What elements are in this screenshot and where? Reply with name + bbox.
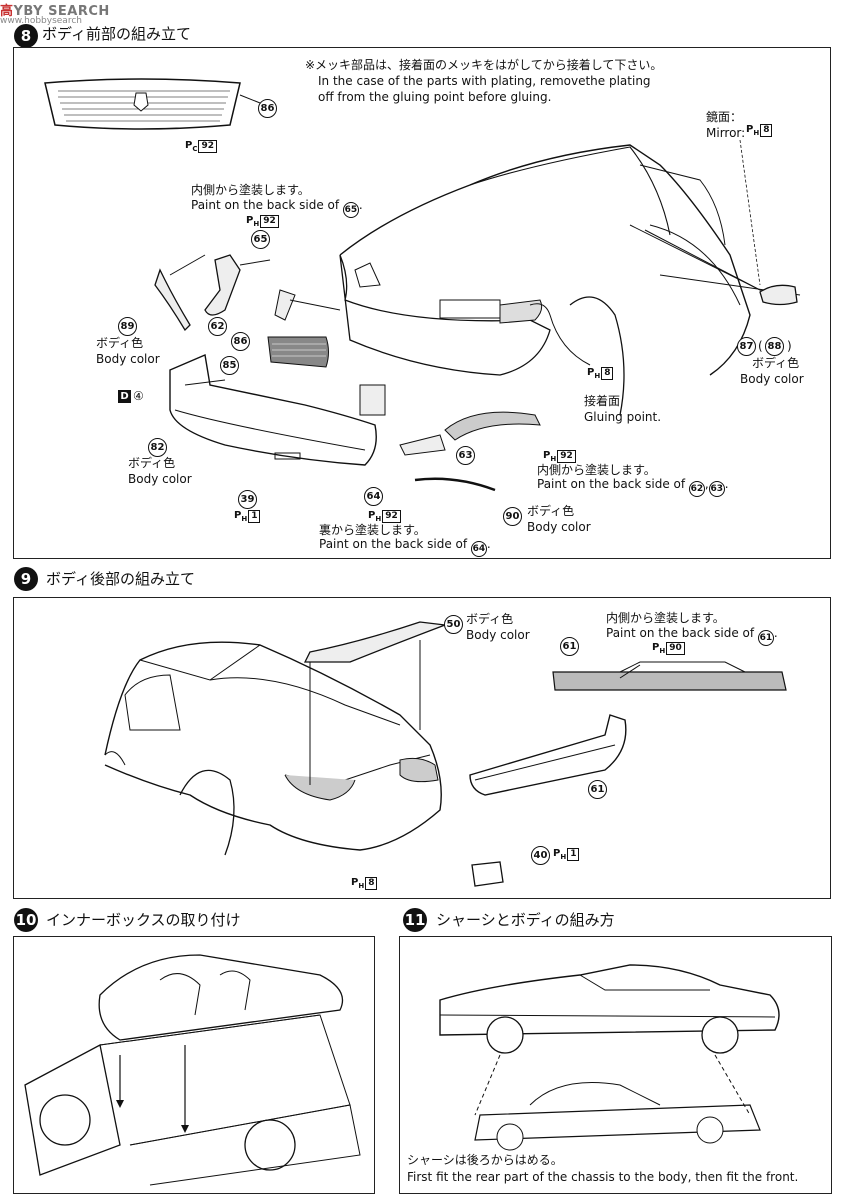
- chassis-note-en: First fit the rear part of the chassis t…: [407, 1170, 799, 1184]
- p61-inside-jp: 内側から塗装します。: [606, 611, 725, 625]
- p89-bodycolor-jp: ボディ色: [96, 336, 144, 350]
- p82-bodycolor-jp: ボディ色: [128, 456, 176, 470]
- mirror-bodycolor-jp: ボディ色: [752, 356, 800, 370]
- watermark-logo: 高YBY SEARCH: [0, 0, 110, 19]
- grille-drawing: [44, 78, 266, 130]
- plating-note-en2: off from the gluing point before gluing.: [318, 90, 552, 104]
- gluing-point-jp: 接着面: [584, 394, 621, 408]
- inside-paint-en-2: Paint on the back side of 62,63.: [537, 477, 729, 497]
- part-88-label: 88: [765, 337, 784, 356]
- paren-close: ): [787, 339, 792, 353]
- back-paint-jp: 裏から塗装します。: [319, 523, 426, 537]
- step10-frame: [13, 936, 375, 1194]
- part-62-label: 62: [208, 317, 227, 336]
- back-paint-en: Paint on the back side of 64.: [319, 537, 491, 557]
- part-62-ref: 62: [688, 481, 705, 497]
- mirror-label-en: Mirror:: [706, 126, 746, 140]
- part-63-label: 63: [456, 446, 475, 465]
- part-82-label: 82: [148, 438, 167, 457]
- part-89-label: 89: [118, 317, 137, 336]
- gluing-point-en: Gluing point.: [584, 410, 662, 424]
- step11-frame: [399, 936, 832, 1194]
- d-count: ④: [133, 389, 144, 403]
- p50-bodycolor-jp: ボディ色: [466, 612, 514, 626]
- part-90-label: 90: [503, 507, 522, 526]
- step9-title: ボディ後部の組み立て: [46, 570, 195, 588]
- part-85-label: 85: [220, 356, 239, 375]
- front-bumper-drawing: [169, 354, 377, 466]
- mirror-label-jp: 鏡面：: [706, 110, 743, 124]
- rear-bumper-drawing: [469, 714, 627, 796]
- part-65-label: 65: [251, 230, 270, 249]
- p90-bodycolor-en: Body color: [527, 520, 591, 534]
- inner-box-drawing: [24, 954, 361, 1186]
- part-86-label-a: 86: [258, 99, 277, 118]
- plating-note-jp: ※メッキ部品は、接着面のメッキをはがしてから接着して下さい。: [305, 58, 663, 72]
- step8-title: ボディ前部の組み立て: [42, 25, 191, 43]
- chassis-body-drawing: [439, 964, 780, 1151]
- rear-plate-drawing: [471, 861, 504, 887]
- plating-note-en1: In the case of the parts with plating, r…: [318, 74, 651, 88]
- p50-bodycolor-en: Body color: [466, 628, 530, 642]
- part-87-label: 87: [737, 337, 756, 356]
- d-marker: D: [118, 390, 131, 403]
- part-86-small-drawing: [267, 336, 329, 368]
- step11-number: 11: [403, 908, 427, 932]
- p61-inside-en: Paint on the back side of 61.: [606, 626, 778, 646]
- lower-parts-drawing: [359, 384, 541, 492]
- watermark-sub: www.hobbysearch: [0, 16, 82, 26]
- step9-number: 9: [14, 567, 38, 591]
- watermark-cn: 高: [0, 4, 14, 19]
- mirror-part-drawing: [759, 284, 798, 306]
- car-rear-drawing: [104, 640, 442, 856]
- chassis-note-jp: シャーシは後ろからはめる。: [407, 1153, 563, 1167]
- paren-open: (: [758, 339, 763, 353]
- inside-paint-jp-1: 内側から塗装します。: [191, 183, 310, 197]
- step9-frame: [13, 597, 831, 899]
- part-61-label-a: 61: [560, 637, 579, 656]
- part-39-label: 39: [238, 490, 257, 509]
- step11-title: シャーシとボディの組み方: [436, 911, 615, 929]
- p89-bodycolor-en: Body color: [96, 352, 160, 366]
- part-40-label: 40: [531, 846, 550, 865]
- p82-bodycolor-en: Body color: [128, 472, 192, 486]
- step10-title: インナーボックスの取り付け: [46, 911, 241, 929]
- spoiler-drawing: [303, 621, 446, 663]
- part-86-label-b: 86: [231, 332, 250, 351]
- p90-bodycolor-jp: ボディ色: [527, 504, 575, 518]
- inside-paint-en-1: Paint on the back side of 65.: [191, 198, 363, 218]
- watermark-brand: YBY SEARCH: [13, 4, 110, 19]
- part-64-ref: 64: [470, 541, 487, 557]
- part-65-ref-a: 65: [342, 202, 359, 218]
- car-front-drawing: [339, 144, 801, 416]
- part-61-strip-drawing: [552, 661, 787, 691]
- part-64-label: 64: [364, 487, 383, 506]
- part-61-label-b: 61: [588, 780, 607, 799]
- part-61-ref: 61: [757, 630, 774, 646]
- step8-frame: [13, 47, 831, 559]
- step8-number: 8: [14, 24, 38, 48]
- mirror-arrow: [644, 139, 761, 291]
- part-63-ref: 63: [708, 481, 725, 497]
- front-small-parts: [154, 254, 341, 332]
- mirror-bodycolor-en: Body color: [740, 372, 804, 386]
- step10-number: 10: [14, 908, 38, 932]
- part-50-label: 50: [444, 615, 463, 634]
- inside-paint-jp-2: 内側から塗装します。: [537, 463, 656, 477]
